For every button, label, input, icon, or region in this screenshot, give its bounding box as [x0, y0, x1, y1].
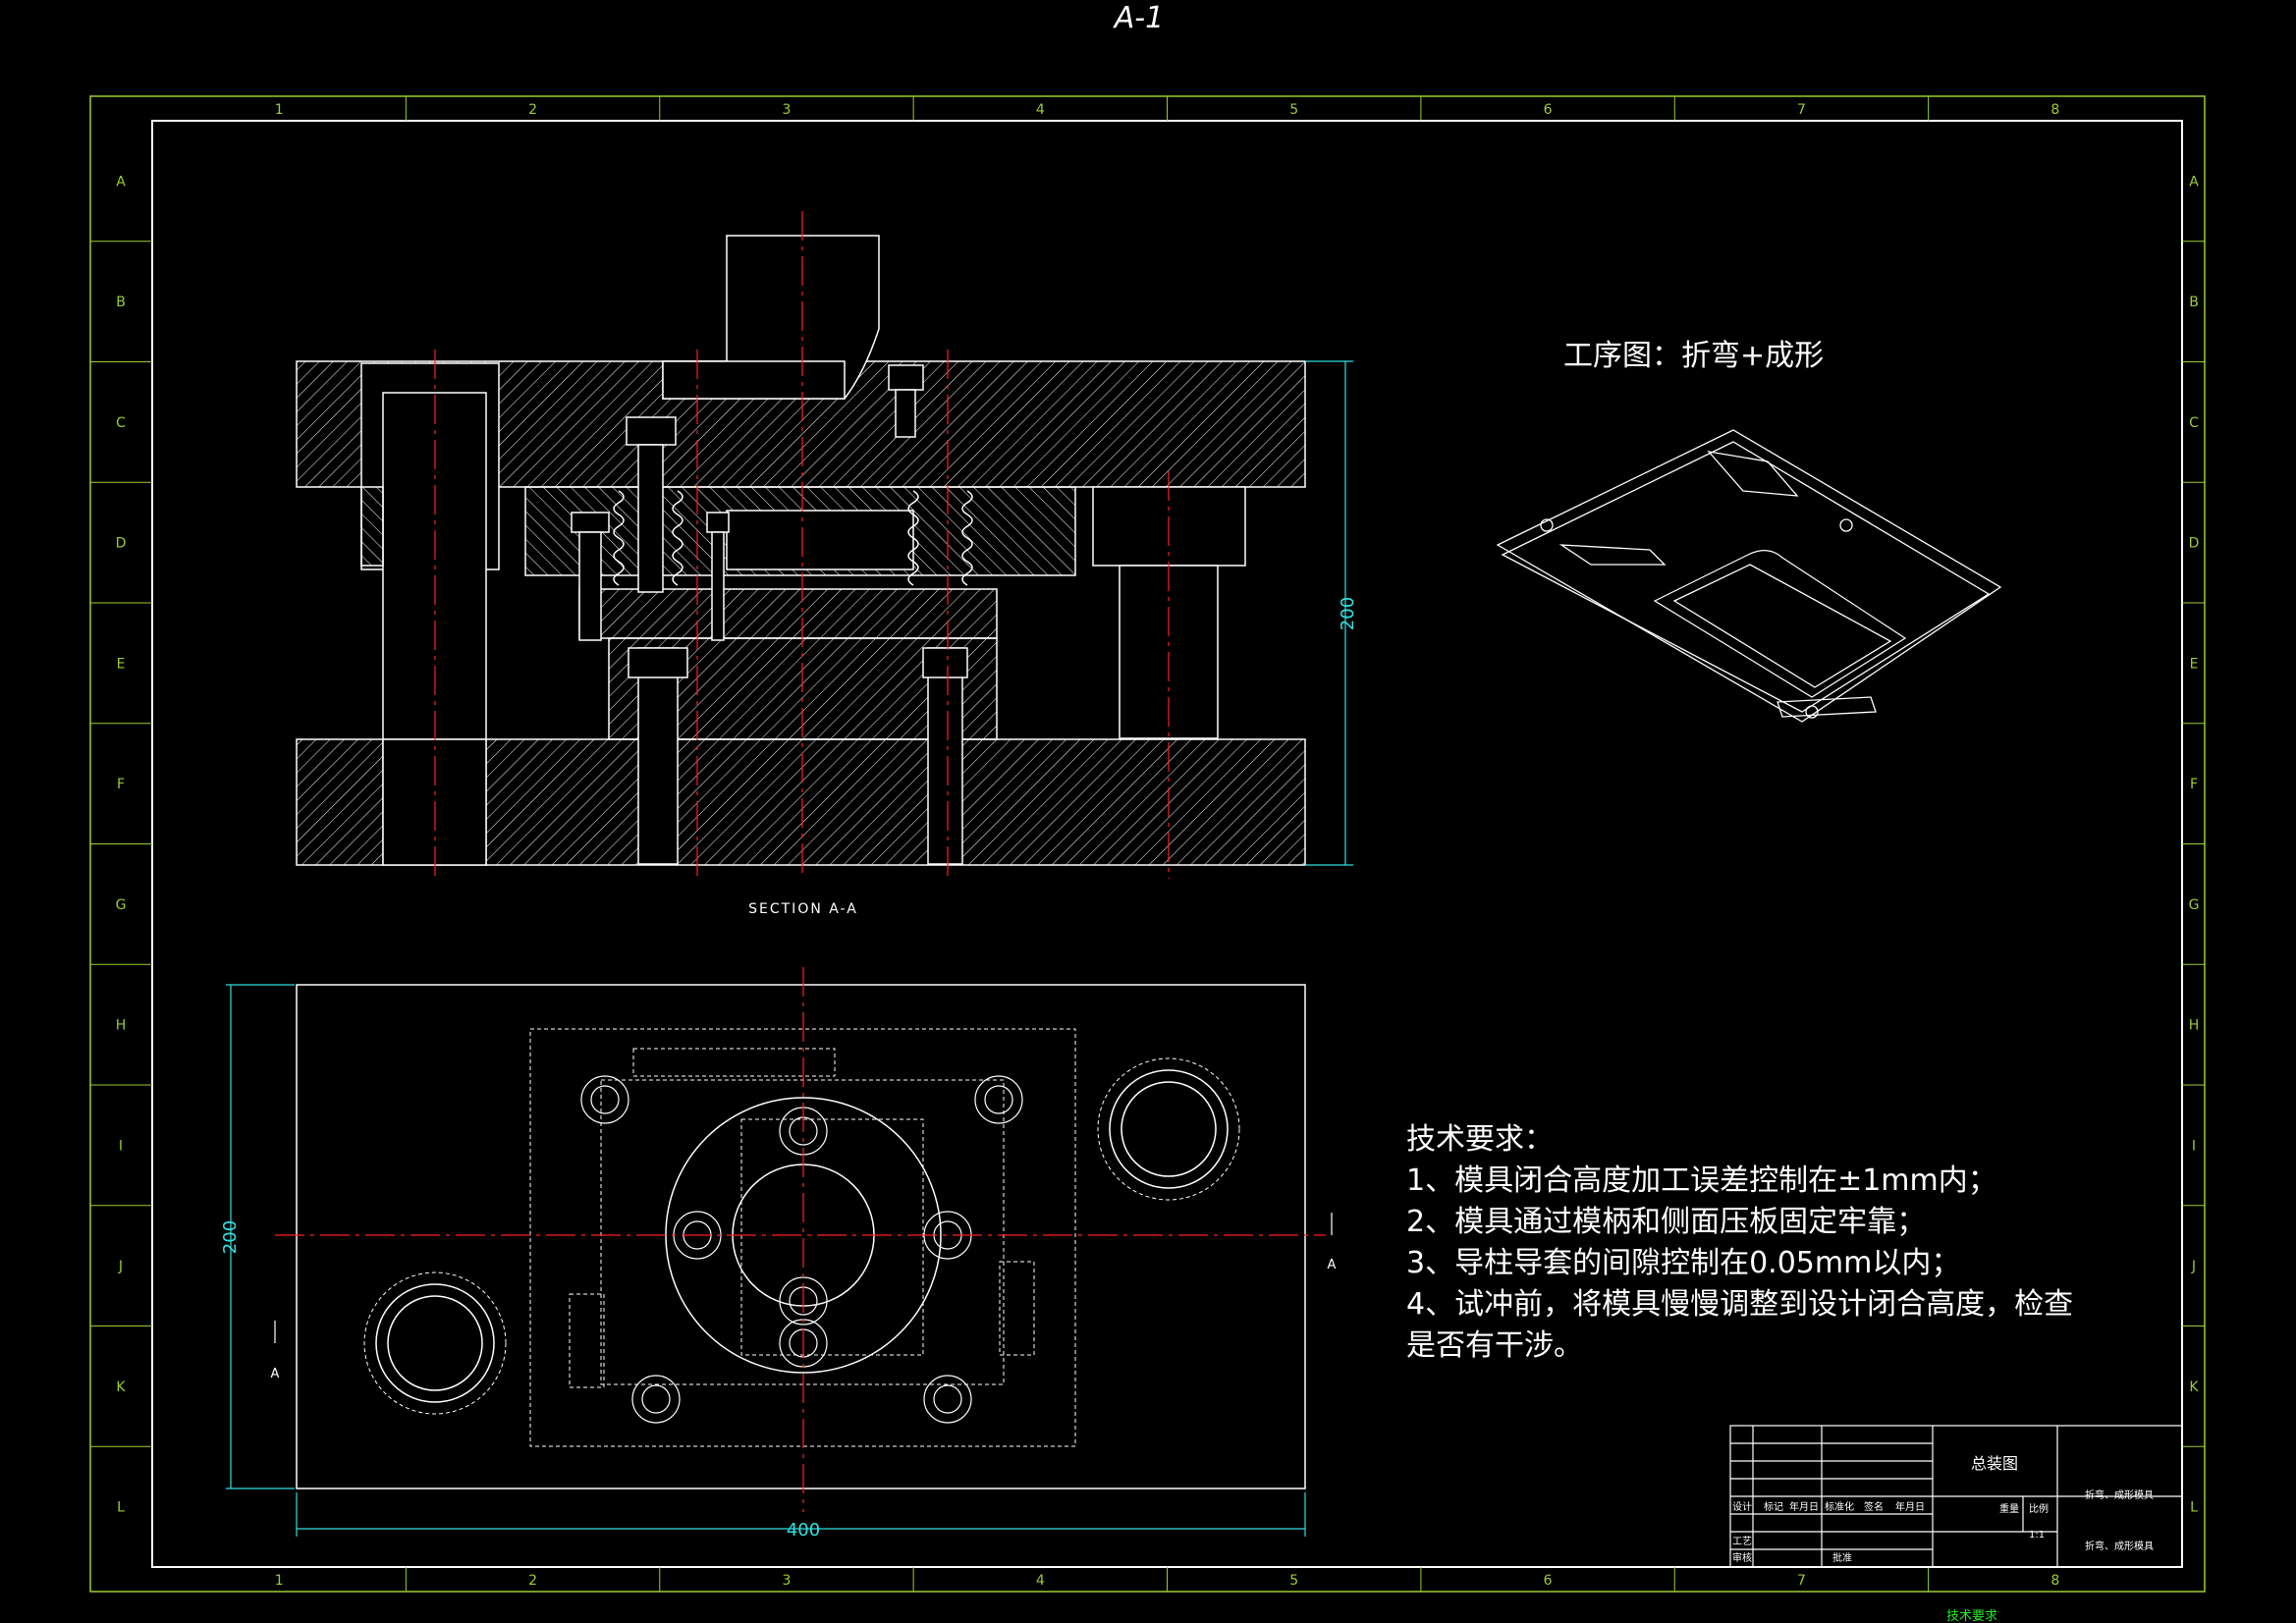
guide-post-plan-right: [1097, 1057, 1240, 1201]
tb-sign: 签名: [1864, 1500, 1884, 1513]
section-height-label: 200: [1338, 597, 1358, 630]
part-name-bottom: 折弯、成形模具: [2085, 1540, 2154, 1552]
sheet-name: A-1: [1113, 1, 1164, 35]
zone-row-label-left: E: [117, 656, 126, 672]
zone-row-label-right: L: [2190, 1500, 2198, 1516]
zone-row-label-right: K: [2189, 1380, 2199, 1395]
tb-review: 审核: [1732, 1551, 1752, 1564]
zone-row-label-right: E: [2190, 656, 2199, 672]
section-view: [296, 211, 1306, 879]
zone-col-label-top: 5: [1289, 102, 1298, 118]
zone-row-label-left: L: [117, 1500, 125, 1516]
zone-col-label-top: 8: [2050, 102, 2059, 118]
tb-standard: 标准化: [1825, 1500, 1854, 1513]
tech-item-1: 1、模具闭合高度加工误差控制在±1mm内；: [1406, 1163, 1997, 1198]
tb-process: 工艺: [1732, 1536, 1752, 1547]
zone-col-label-bottom: 5: [1289, 1573, 1298, 1589]
plan-height-label: 200: [220, 1220, 241, 1254]
tb-date2: 年月日: [1895, 1500, 1925, 1513]
zone-row-label-left: K: [116, 1380, 126, 1395]
zone-col-label-bottom: 6: [1544, 1573, 1553, 1589]
zone-row-label-left: H: [116, 1018, 127, 1034]
zone-row-label-left: B: [116, 295, 126, 310]
cut-mark-right: A: [1328, 1258, 1337, 1272]
section-height-dimension: [1305, 360, 1353, 866]
plan-width-label: 400: [787, 1520, 820, 1541]
section-label: SECTION A-A: [748, 901, 858, 917]
spring-left: [613, 490, 683, 586]
tb-mark: 标记: [1764, 1501, 1783, 1513]
cut-mark-left: A: [271, 1367, 280, 1381]
part-isometric: [1496, 429, 2002, 723]
tb-scale-label: 比例: [2029, 1502, 2049, 1515]
zone-col-label-bottom: 7: [1797, 1573, 1806, 1589]
title-block-text: 总装图 折弯、成形模具 折弯、成形模具 设计 标记 年月日 标准化 签名 年月日…: [1732, 1454, 2154, 1564]
zone-row-label-right: I: [2192, 1138, 2196, 1154]
zone-row-label-right: A: [2189, 174, 2199, 189]
zone-col-label-top: 4: [1036, 102, 1045, 118]
footer-label: 技术要求: [1946, 1609, 1997, 1623]
zone-row-label-left: J: [118, 1259, 123, 1274]
zone-row-label-right: J: [2191, 1259, 2196, 1274]
zone-col-label-top: 3: [782, 102, 791, 118]
die-base-outline: [296, 984, 1306, 1489]
title-block: [1729, 1425, 2183, 1568]
zone-row-label-left: D: [116, 536, 127, 552]
tech-item-5: 是否有干涉。: [1406, 1328, 1583, 1363]
plan-dimensions: [226, 984, 1306, 1537]
zone-row-label-right: C: [2189, 415, 2199, 431]
drawing-name: 总装图: [1971, 1454, 2018, 1473]
plan-view: [296, 984, 1306, 1489]
tech-item-3: 3、导柱导套的间隙控制在0.05mm以内；: [1406, 1246, 1960, 1280]
zone-col-label-top: 6: [1544, 102, 1553, 118]
tb-scale: 1:1: [2029, 1530, 2045, 1541]
zone-col-label-top: 1: [275, 102, 284, 118]
part-name-top: 折弯、成形模具: [2085, 1488, 2154, 1501]
zone-col-label-bottom: 3: [782, 1573, 791, 1589]
guide-post-plan-left: [363, 1271, 507, 1415]
process-title: 工序图：折弯+成形: [1563, 339, 1824, 373]
zone-row-label-left: I: [119, 1138, 123, 1154]
zone-row-label-right: B: [2189, 295, 2199, 310]
zone-col-label-top: 7: [1797, 102, 1806, 118]
zone-col-label-top: 2: [528, 102, 537, 118]
tech-item-2: 2、模具通过模柄和侧面压板固定牢靠；: [1406, 1205, 1926, 1239]
tb-weight: 重量: [1999, 1502, 2019, 1515]
zone-row-label-right: H: [2189, 1018, 2200, 1034]
zone-col-label-bottom: 1: [275, 1573, 284, 1589]
spring-right: [907, 490, 973, 586]
zone-row-label-right: G: [2189, 897, 2200, 913]
tech-item-4: 4、试冲前，将模具慢慢调整到设计闭合高度，检查: [1406, 1287, 2073, 1322]
zone-row-label-left: C: [116, 415, 126, 431]
zone-row-label-left: G: [116, 897, 127, 913]
zone-row-label-left: F: [117, 777, 125, 792]
zone-row-label-right: D: [2189, 536, 2200, 552]
tech-requirements: 技术要求： 1、模具闭合高度加工误差控制在±1mm内； 2、模具通过模柄和侧面压…: [1406, 1122, 2073, 1363]
zone-row-label-right: F: [2190, 777, 2198, 792]
tb-design: 设计: [1732, 1500, 1752, 1513]
tb-approve: 批准: [1832, 1551, 1852, 1564]
zone-col-label-bottom: 4: [1036, 1573, 1045, 1589]
tech-heading: 技术要求：: [1406, 1122, 1554, 1157]
zone-row-label-left: A: [116, 174, 126, 189]
zone-col-label-bottom: 2: [528, 1573, 537, 1589]
tb-date1: 年月日: [1789, 1500, 1819, 1513]
zone-col-label-bottom: 8: [2050, 1573, 2059, 1589]
